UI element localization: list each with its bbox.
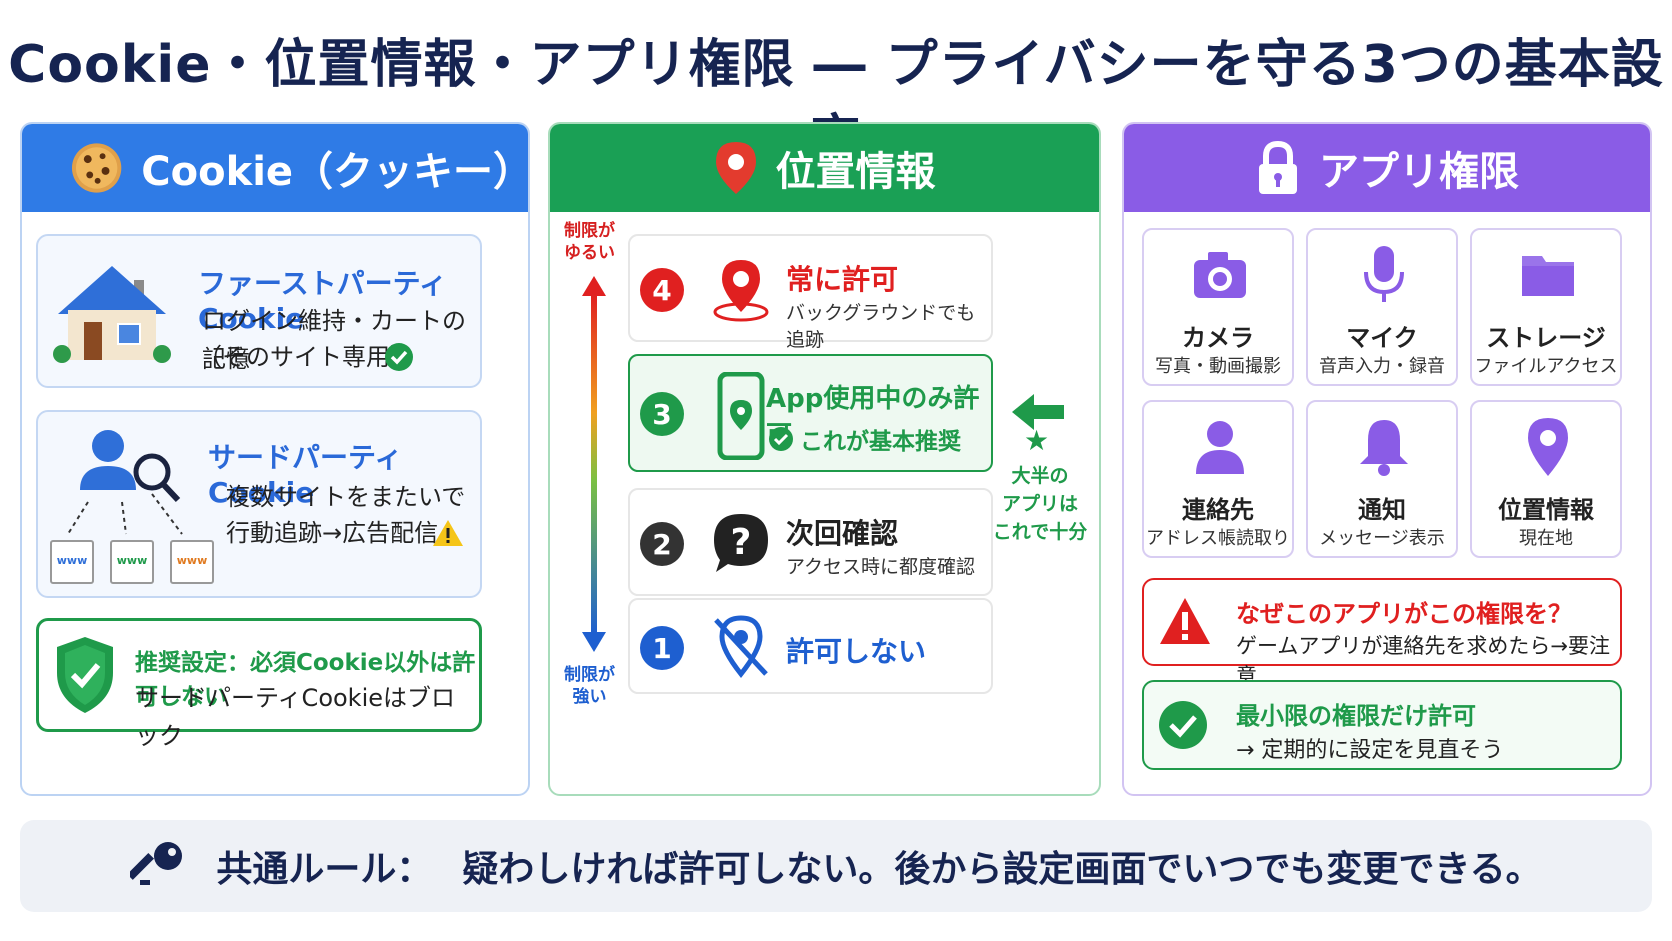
perm-subtitle: アドレス帳読取り [1146,528,1290,549]
common-rule-text: 疑わしければ許可しない。後から設定画面でいつでも変更できる。 [462,849,1542,890]
perm-subtitle: ファイルアクセス [1474,356,1618,377]
first-party-line1: ログイン維持・カートの記憶 [202,307,466,373]
minimum-title: 最小限の権限だけ許可 [1236,702,1476,730]
app-permissions-title: アプリ権限 [1319,149,1519,195]
first-party-card: ファーストパーティCookie ログイン維持・カートの記憶 （そのサイト専用） [36,234,482,388]
microphone-icon [1364,246,1404,302]
label-more-restrictive: 制限が 強い [564,665,615,707]
warning-card: なぜこのアプリがこの権限を？ ゲームアプリが連絡先を求めたら→要注意 [1142,578,1622,688]
page-title: Cookie・位置情報・アプリ権限 ― プライバシーを守る3つの基本設定 [8,35,1664,170]
cookie-panel-header: Cookie（クッキー） [22,124,528,212]
arrow-left-icon [1012,394,1064,430]
level-ask-next-time: 2 ? 次回確認 アクセス時に都度確認 [628,488,993,596]
bell-icon [1360,420,1408,476]
level-number: 3 [640,392,684,436]
perm-subtitle: 写真・動画撮影 [1155,356,1281,377]
house-icon [53,266,171,363]
www-tile-2: www [110,540,154,584]
third-party-title: サードパーティCookie [208,441,403,509]
location-off-icon [714,615,768,679]
warning-icon [1160,598,1210,644]
first-party-title: ファーストパーティCookie [198,267,447,335]
recommend-card: 推奨設定：必須Cookie以外は許可しない サードパーティCookieはブロック [36,618,482,750]
perm-subtitle: メッセージ表示 [1319,528,1445,549]
perm-title: カメラ [1182,324,1254,352]
recommend-text: サードパーティCookieはブロック [135,684,456,750]
restriction-arrow [582,276,606,652]
first-party-line2: （そのサイト専用） [198,343,414,371]
third-party-card: www www www サードパーティCookie 複数サイトをまたいで 行動追… [36,410,482,598]
level-always-allow: 4 常に許可 バックグラウンドでも追跡 [628,234,993,351]
check-icon [1159,701,1207,749]
cookie-panel-title: Cookie（クッキー） [141,149,530,195]
warning-title: なぜこのアプリがこの権限を？ [1236,600,1572,628]
perm-title: 連絡先 [1182,496,1254,524]
level-number: 4 [640,268,684,312]
cookie-icon [71,143,122,193]
common-rule-label: 共通ルール： [216,849,433,890]
level-title: 許可しない [786,635,927,668]
location-pin-icon [1528,418,1568,476]
perm-subtitle: 現在地 [1519,528,1573,549]
level-while-using: 3 App使用中のみ許可 これが基本推奨 [628,354,993,472]
check-icon [769,427,793,451]
map-pin-icon [715,142,756,194]
camera-icon [1194,252,1246,298]
level-subtitle: バックグラウンドでも追跡 [786,302,976,351]
recommend-title: 推奨設定：必須Cookie以外は許可しない [135,650,476,710]
question-bubble-icon: ? [714,514,768,572]
perm-camera: カメラ 写真・動画撮影 [1142,228,1294,386]
cookie-panel: Cookie（クッキー） ファーストパーティCookie ログイン維持・カートの… [20,122,530,796]
app-permissions-panel: アプリ権限 カメラ 写真・動画撮影 マイク 音声入力・録音 ストレージ ファイル… [1122,122,1652,796]
folder-icon [1522,256,1574,296]
perm-title: マイク [1346,324,1418,352]
perm-storage: ストレージ ファイルアクセス [1470,228,1622,386]
warning-icon [433,520,463,546]
tracking-user-icon [67,430,183,535]
level-subtitle: これが基本推奨 [800,429,961,455]
lock-icon [1259,140,1297,194]
level-title: App使用中のみ許可 [766,384,980,451]
location-target-icon [713,260,769,322]
level-number: 2 [640,522,684,566]
perm-title: ストレージ [1486,324,1606,352]
www-tile-3: www [170,540,214,584]
minimum-text: → 定期的に設定を見直そう [1236,738,1504,763]
contact-icon [1196,421,1244,474]
check-icon [385,343,413,371]
svg-text:?: ? [731,522,752,563]
www-tile-1: www [50,540,94,584]
third-party-line2: 行動追跡→広告配信 [226,519,439,547]
warning-text: ゲームアプリが連絡先を求めたら→要注意 [1236,634,1610,688]
perm-contacts: 連絡先 アドレス帳読取り [1142,400,1294,558]
perm-notifications: 通知 メッセージ表示 [1306,400,1458,558]
level-deny: 1 許可しない [628,598,993,694]
minimum-card: 最小限の権限だけ許可 → 定期的に設定を見直そう [1142,680,1622,770]
key-icon [130,842,183,885]
perm-location: 位置情報 現在地 [1470,400,1622,558]
level-subtitle: アクセス時に都度確認 [786,556,976,578]
location-panel-header: 位置情報 [550,124,1099,212]
common-rule-bar: 共通ルール： 疑わしければ許可しない。後から設定画面でいつでも変更できる。 [20,820,1652,912]
perm-title: 位置情報 [1498,496,1594,524]
level-title: 常に許可 [786,263,899,296]
level-title: 次回確認 [786,517,899,550]
perm-subtitle: 音声入力・録音 [1319,356,1445,377]
app-permissions-header: アプリ権限 [1124,124,1650,212]
perm-title: 通知 [1358,496,1406,524]
perm-microphone: マイク 音声入力・録音 [1306,228,1458,386]
level-number: 1 [640,626,684,670]
phone-pin-icon [717,372,765,460]
label-less-restrictive: 制限が ゆるい [564,221,615,263]
recommend-note: 大半の アプリは これで十分 [992,465,1088,543]
location-panel-title: 位置情報 [775,149,936,195]
location-panel: 位置情報 制限が ゆるい 制限が 強い 4 常に許可 バックグラウンドでも追跡 … [548,122,1101,796]
star-icon: ★ [1024,424,1050,457]
third-party-line1: 複数サイトをまたいで [226,483,466,511]
shield-icon [57,637,113,713]
